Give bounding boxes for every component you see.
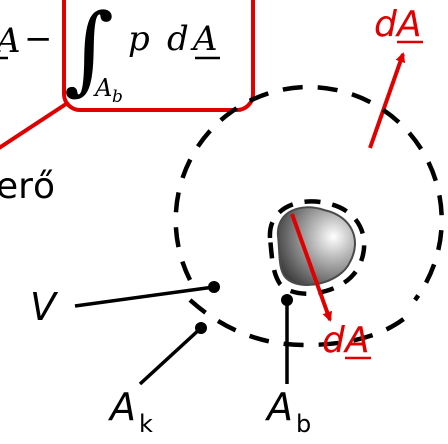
label-Ab-sub: b — [296, 410, 311, 438]
pointer-dot-Ak — [195, 322, 207, 334]
word-ero: erő — [0, 166, 55, 207]
formula-connector-line — [0, 102, 68, 150]
formula-minus: − — [24, 19, 53, 59]
solid-body-blob — [276, 206, 356, 286]
pointer-line-Ak — [138, 326, 203, 386]
label-dA-inner-A: A — [343, 320, 370, 361]
pointer-dot-V — [208, 281, 220, 293]
label-Ak-sub: k — [139, 410, 153, 438]
formula-lead-var: A — [0, 21, 21, 61]
inner-normal-arrow — [290, 213, 333, 322]
pointer-dot-Ab — [281, 294, 293, 306]
label-Ak-main: A — [107, 385, 136, 429]
label-dA-top-A: A — [395, 4, 422, 45]
formula-integrand-A: A — [190, 19, 218, 59]
formula-lower-limit-var: A — [93, 74, 112, 102]
outer-normal-arrow — [368, 52, 406, 149]
label-dA-inner-d: d — [322, 320, 346, 361]
outer-control-surface — [173, 84, 444, 302]
formula-lower-limit-sub: b — [112, 87, 123, 107]
pointer-line-V — [74, 285, 215, 308]
inner-control-surface — [267, 199, 367, 296]
formula-integrand-p: p — [128, 19, 150, 59]
label-dA-top-d: d — [374, 4, 398, 45]
formula-box — [62, 0, 255, 112]
formula-integral-sign: ∫ — [64, 0, 114, 105]
formula-integrand-d: d — [167, 19, 189, 59]
label-V: V — [30, 285, 59, 329]
outer-control-surface-bottom — [188, 298, 407, 348]
label-Ab-main: A — [264, 385, 293, 429]
